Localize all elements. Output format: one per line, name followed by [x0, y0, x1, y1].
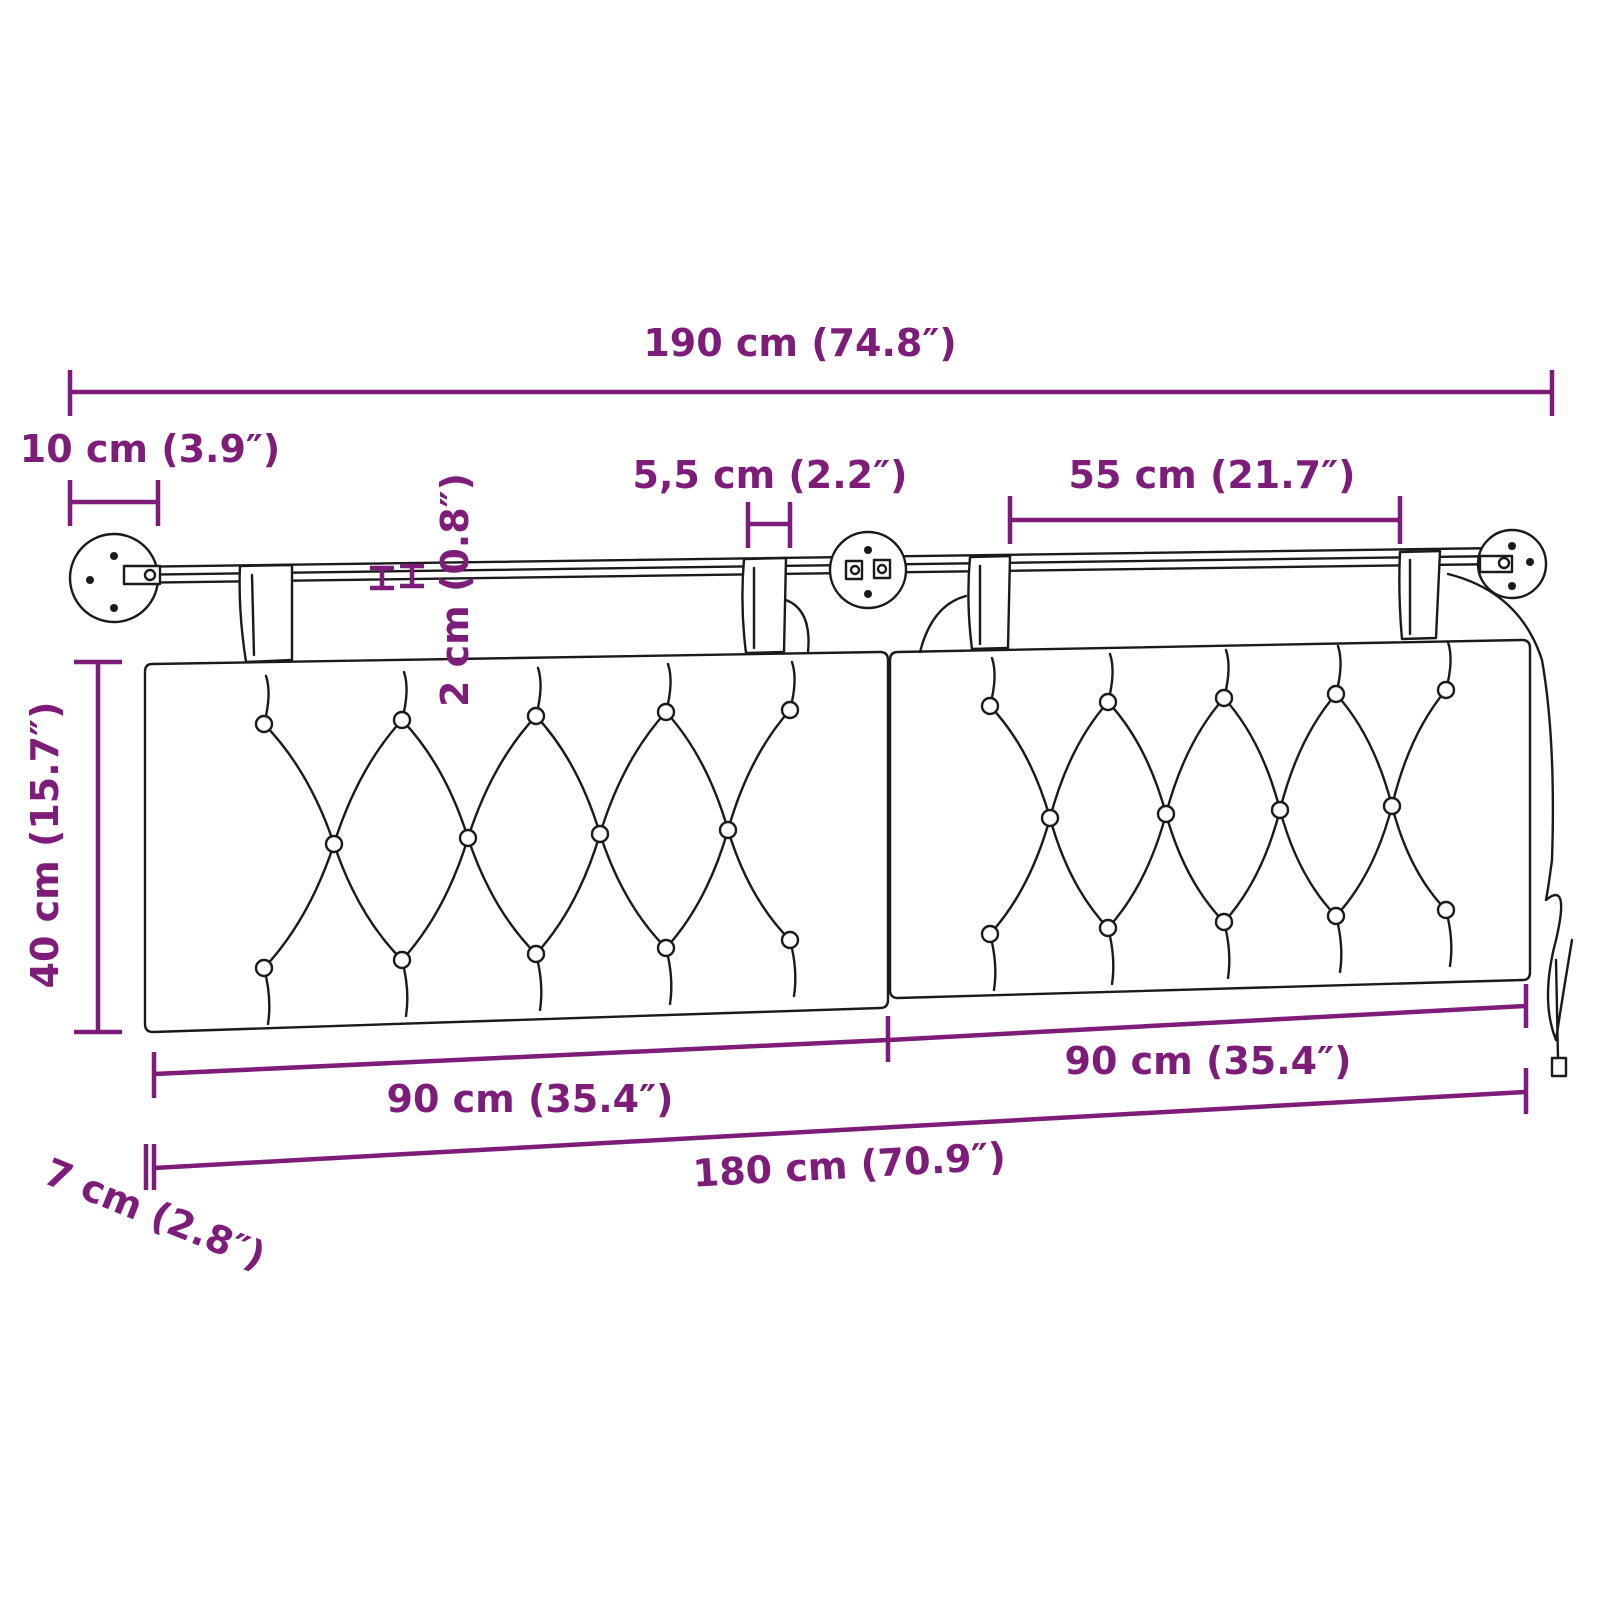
cushion-right-width-label: 90 cm (35.4″) — [1065, 1039, 1352, 1083]
tuft-button — [1326, 684, 1346, 704]
tuft-button — [1098, 918, 1118, 938]
tuft-button — [1382, 796, 1402, 816]
strap-2 — [741, 556, 788, 655]
strap-spacing-label: 55 cm (21.7″) — [1069, 453, 1356, 497]
tuft-button — [1214, 912, 1234, 932]
tuft-button — [1436, 680, 1456, 700]
tuft-button — [1098, 692, 1118, 712]
tuft-button — [718, 820, 738, 840]
tuft-button — [780, 930, 800, 950]
tuft-button — [980, 924, 1000, 944]
strap-width-label: 5,5 cm (2.2″) — [633, 453, 908, 497]
tuft-button — [526, 944, 546, 964]
strap-3 — [967, 554, 1012, 651]
total-width-label: 190 cm (74.8″) — [643, 321, 956, 365]
tuft-button — [1156, 804, 1176, 824]
power-cable — [784, 572, 1574, 1078]
tuft-button — [392, 950, 412, 970]
wall-rod-assembly — [68, 528, 1548, 624]
tuft-button — [324, 834, 344, 854]
usb-plug — [1550, 1056, 1568, 1078]
tuft-button — [590, 824, 610, 844]
tuft-button — [656, 702, 676, 722]
tuft-button — [1436, 900, 1456, 920]
wall-bracket-middle — [828, 530, 908, 610]
cushion-left-width-label: 90 cm (35.4″) — [387, 1077, 674, 1121]
wall-bracket-right — [1476, 528, 1548, 600]
wall-bracket-left — [68, 532, 162, 624]
tuft-button — [458, 828, 478, 848]
tuft-button — [526, 706, 546, 726]
cushion-straps — [238, 549, 1442, 664]
dimension-labels: 190 cm (74.8″) 10 cm (3.9″) 5,5 cm (2.2″… — [20, 321, 1356, 1278]
cushion-right — [888, 638, 1532, 1000]
tuft-button — [254, 958, 274, 978]
tuft-button — [1270, 800, 1290, 820]
strap-1 — [238, 563, 294, 664]
tuft-button — [392, 710, 412, 730]
rod-height-label: 2 cm (0.8″) — [433, 473, 477, 707]
tuft-button — [1214, 688, 1234, 708]
bracket-offset-label: 10 cm (3.9″) — [20, 427, 281, 471]
cushions-total-width-label: 180 cm (70.9″) — [692, 1134, 1007, 1195]
strap-4 — [1398, 549, 1442, 641]
tuft-button — [980, 696, 1000, 716]
dimension-lines — [67, 370, 1555, 1190]
cushion-left — [143, 650, 890, 1034]
tuft-button — [780, 700, 800, 720]
cushion-height-label: 40 cm (15.7″) — [23, 702, 67, 989]
tuft-button — [1326, 906, 1346, 926]
tuft-button — [656, 938, 676, 958]
tuft-button — [254, 714, 274, 734]
tuft-button — [1040, 808, 1060, 828]
